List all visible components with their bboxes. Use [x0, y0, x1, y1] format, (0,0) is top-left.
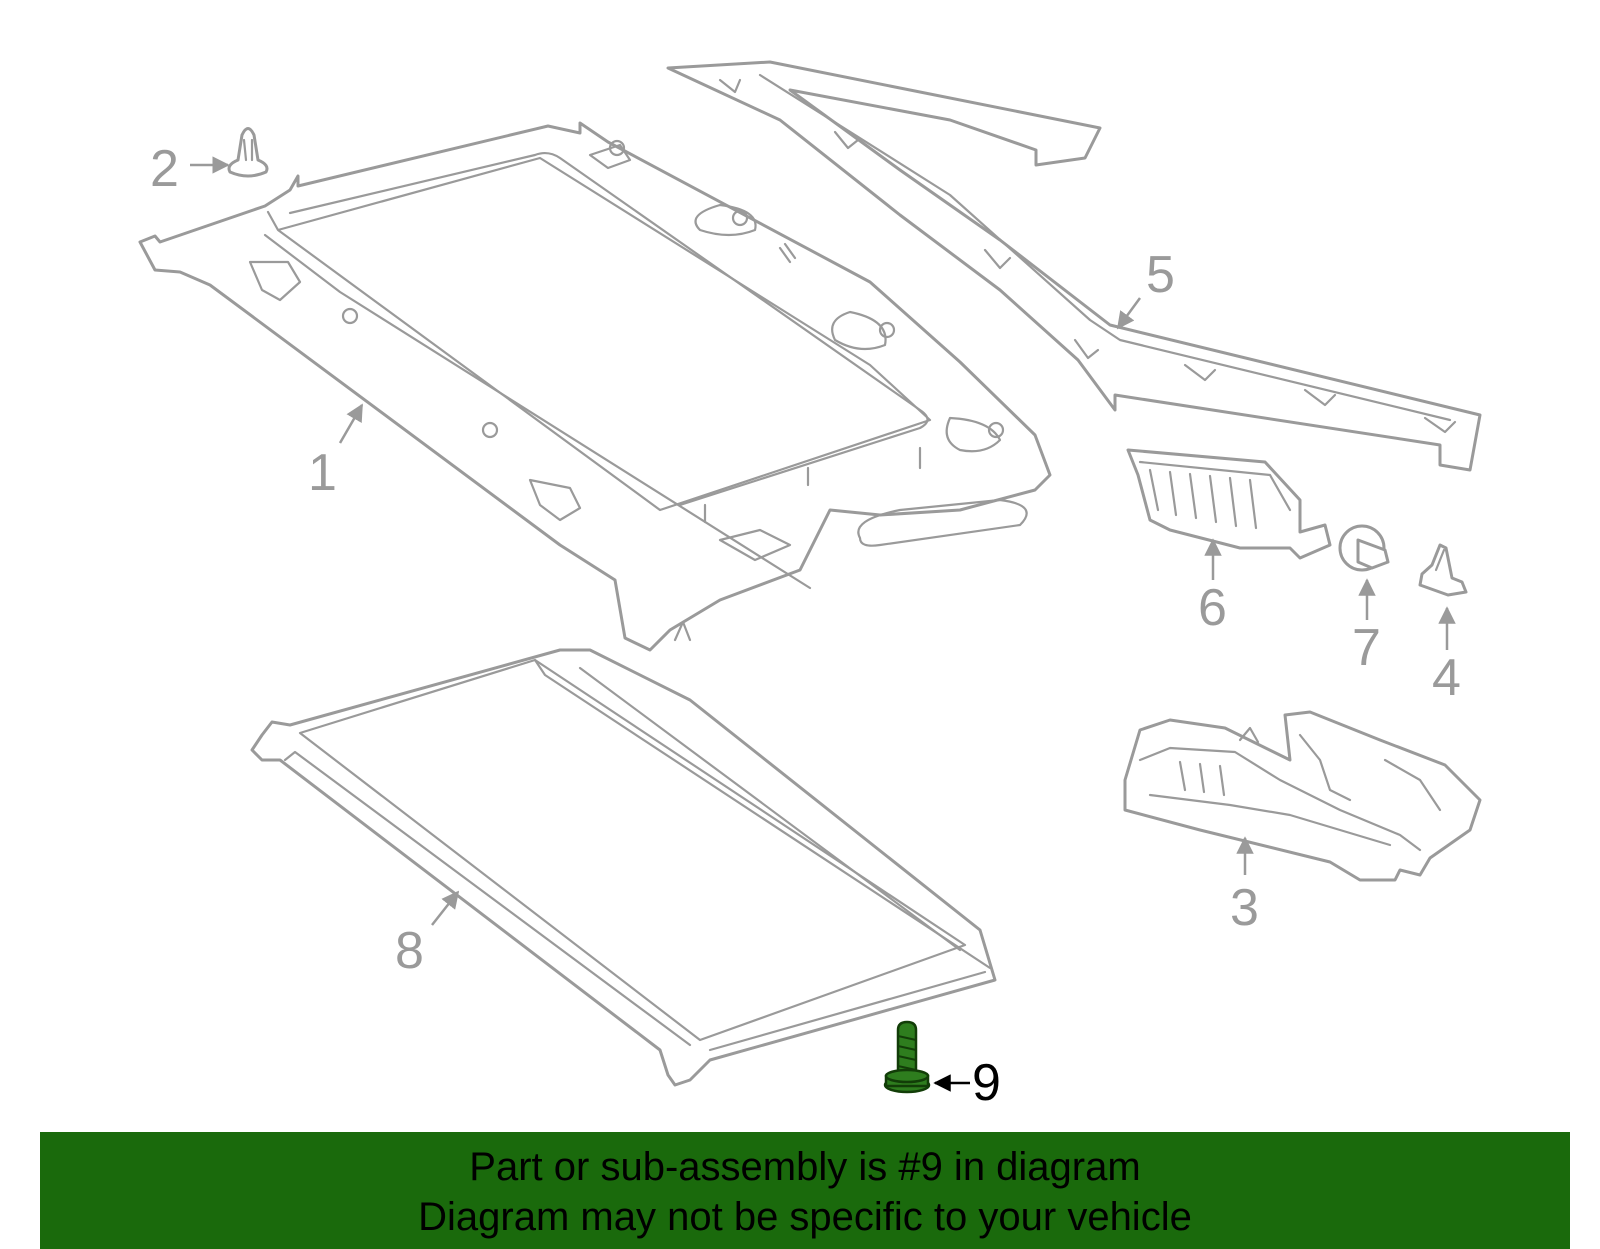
callout-9: 9: [972, 1054, 1001, 1112]
part-1-headliner[interactable]: [138, 121, 1052, 652]
leader-1: [338, 403, 364, 444]
callout-6: 6: [1198, 579, 1227, 637]
leader-8: [431, 890, 460, 926]
part-6-bracket[interactable]: [1126, 448, 1332, 560]
callout-8: 8: [395, 922, 424, 980]
callout-2: 2: [150, 140, 179, 198]
callout-5: 5: [1146, 246, 1175, 304]
callout-3: 3: [1230, 879, 1259, 937]
callout-1: 1: [308, 444, 337, 502]
callout-4: 4: [1432, 649, 1461, 707]
leader-lines: [190, 156, 1456, 1092]
callout-7: 7: [1352, 619, 1381, 677]
part-4-retainer-clip[interactable]: [1418, 543, 1468, 597]
part-3-bracket-assembly[interactable]: [1123, 710, 1482, 882]
part-8-sunshade[interactable]: [250, 648, 997, 1087]
part-5-trim-rail[interactable]: [666, 60, 1482, 472]
leader-5: [1116, 297, 1142, 330]
part-2-clip[interactable]: [227, 127, 269, 178]
banner-line-disclaimer: Diagram may not be specific to your vehi…: [418, 1195, 1192, 1239]
part-9-bolt[interactable]: [883, 1020, 931, 1094]
banner-line-part-number: Part or sub-assembly is #9 in diagram: [469, 1145, 1141, 1189]
part-7-push-clip[interactable]: [1338, 524, 1390, 572]
callout-labels: 1 2 3 4 5 6 7 8 9: [150, 140, 1461, 1112]
info-banner: Part or sub-assembly is #9 in diagram Di…: [40, 1132, 1570, 1249]
